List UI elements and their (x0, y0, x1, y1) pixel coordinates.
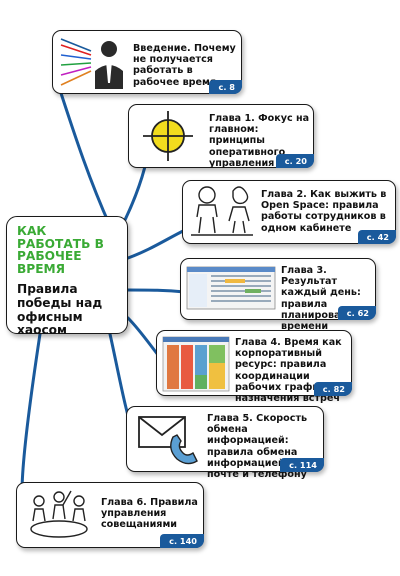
page-badge: с. 140 (160, 534, 204, 548)
chapter-title: Глава 1. Фокус на главном: принципы опер… (209, 113, 310, 169)
businessman-arrows-icon (59, 31, 129, 93)
planner-screenshot-icon (185, 259, 277, 319)
chapter-card-5[interactable]: Глава 5. Скорость обмена информацией: пр… (126, 406, 324, 480)
chapter-card-intro[interactable]: Введение. Почему не получается работать … (52, 30, 242, 94)
chapter-card-3[interactable]: Глава 3. Результат каждый день: правила … (180, 258, 376, 332)
chapter-card-6[interactable]: Глава 6. Правила управления совещаниями … (16, 482, 204, 548)
chapter-card-1[interactable]: Глава 1. Фокус на главном: принципы опер… (128, 104, 314, 169)
chapter-title: Глава 3. Результат каждый день: правила … (281, 265, 361, 333)
page-badge: с. 82 (313, 382, 352, 396)
branch-intro (53, 73, 112, 228)
chapter-title: Глава 4. Время как корпоративный ресурс:… (235, 337, 349, 405)
branch-ch2 (126, 228, 187, 260)
chapter-card-4[interactable]: Глава 4. Время как корпоративный ресурс:… (156, 330, 352, 404)
chapter-card-2[interactable]: Глава 2. Как выжить в Open Space: правил… (182, 180, 396, 244)
branch-ch6 (20, 332, 42, 494)
mail-phone-icon (133, 407, 205, 471)
calendar-screenshot-icon (161, 331, 231, 395)
meeting-table-icon (23, 483, 95, 547)
book-subtitle: Правила победы над офисным хаосом (17, 282, 103, 338)
branch-ch3 (126, 288, 187, 294)
chapter-title: Глава 2. Как выжить в Open Space: правил… (261, 189, 387, 234)
book-title: КАК РАБОТАТЬ В РАБОЧЕЕ ВРЕМЯ (17, 224, 104, 276)
page-badge: с. 114 (280, 458, 324, 472)
chapter-title: Введение. Почему не получается работать … (133, 43, 236, 88)
central-title-box: КАК РАБОТАТЬ В РАБОЧЕЕ ВРЕМЯ Правила поб… (6, 216, 128, 338)
page-badge: с. 62 (337, 306, 376, 320)
chapter-title: Глава 5. Скорость обмена информацией: пр… (207, 413, 308, 481)
page-badge: с. 8 (209, 80, 242, 94)
page-badge: с. 42 (357, 230, 396, 244)
page-badge: с. 20 (275, 154, 314, 168)
target-crosshair-icon (137, 105, 199, 167)
open-space-people-icon (187, 181, 257, 243)
chapter-title: Глава 6. Правила управления совещаниями (101, 497, 198, 531)
